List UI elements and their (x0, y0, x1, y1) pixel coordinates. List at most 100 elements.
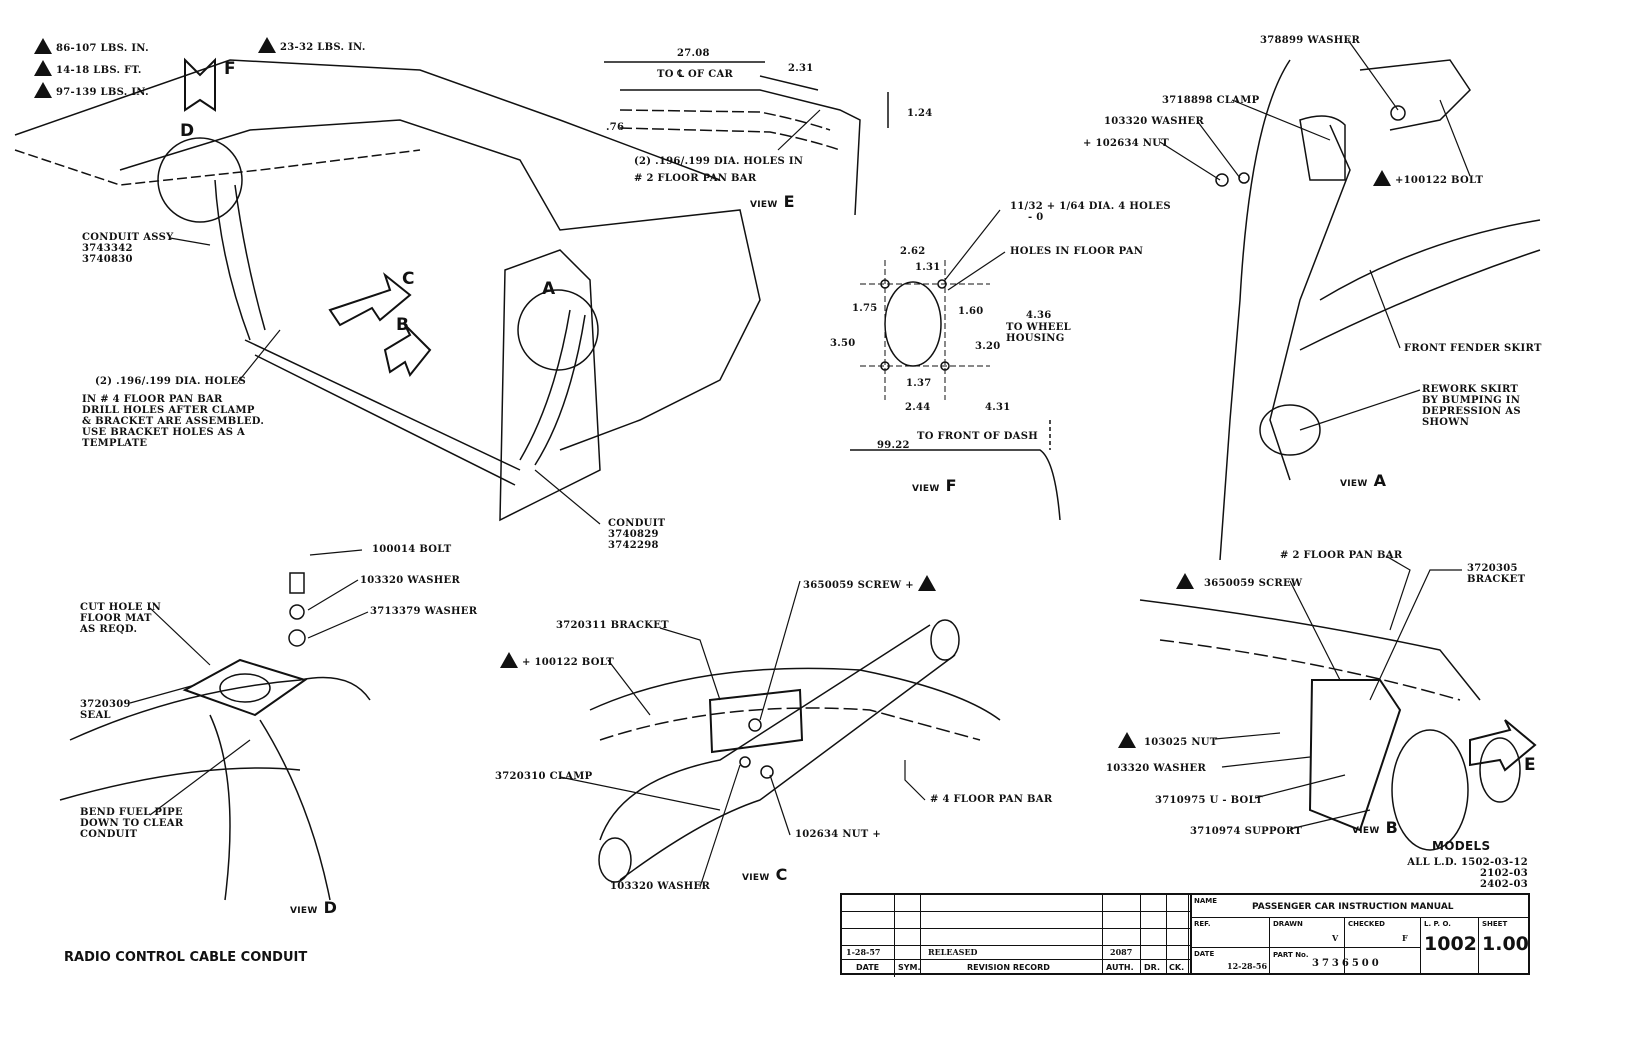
part-100122-bolt: +100122 BOLT (1373, 170, 1483, 186)
part-103320-washer-c: 103320 WASHER (610, 881, 711, 892)
part-103320-washer-b: 103320 WASHER (1106, 763, 1207, 774)
view-e-drawing (604, 61, 889, 216)
dim-99-22: 99.22 (877, 440, 910, 451)
checked-value: F (1402, 933, 1408, 943)
dim-1-60: 1.60 (958, 306, 984, 317)
torque-text: 86-107 LBS. IN. (56, 43, 149, 54)
name-label: NAME (1194, 897, 1218, 905)
part-no-label: PART No. (1273, 951, 1309, 959)
torque-triangle-icon (34, 38, 52, 54)
checked-label: CHECKED (1348, 920, 1385, 928)
part-2-floor-pan-bar: # 2 FLOOR PAN BAR (1280, 550, 1403, 561)
dim-2-44: 2.44 (905, 402, 931, 413)
view-e-holes-note: (2) .196/.199 DIA. HOLES IN# 2 FLOOR PAN… (634, 156, 804, 184)
torque-spec-1: 86-107 LBS. IN. (34, 38, 149, 54)
manual-name: PASSENGER CAR INSTRUCTION MANUAL (1252, 902, 1454, 912)
callout-b: B (396, 315, 410, 335)
hole-dia-note: 11/32 + 1/64 DIA. 4 HOLES- 0 (1010, 201, 1171, 223)
view-d-drawing (59, 572, 371, 901)
drawing-title: RADIO CONTROL CABLE CONDUIT (64, 950, 308, 965)
header-sym: SYM. (898, 963, 921, 972)
torque-triangle-icon (34, 60, 52, 76)
sheet-label: SHEET (1482, 920, 1508, 928)
dim-1-75: 1.75 (852, 303, 878, 314)
torque-text: 97-139 LBS. IN. (56, 87, 149, 98)
leader-lines (129, 39, 1471, 888)
part-378899-washer: 378899 WASHER (1260, 35, 1361, 46)
date-value: 12-28-56 (1227, 961, 1268, 971)
part-3710975-u-bolt: 3710975 U - BOLT (1155, 795, 1263, 806)
dim-2-62: 2.62 (900, 246, 926, 257)
dim-1-24: 1.24 (907, 108, 933, 119)
part-3710974-support: 3710974 SUPPORT (1190, 826, 1302, 837)
torque-spec-4: 23-32 LBS. IN. (258, 37, 366, 53)
view-f-drawing (850, 260, 1061, 521)
part-102634-nut-c: 102634 NUT + (795, 829, 881, 840)
lpo-value: 1002 (1424, 933, 1477, 955)
header-revision-record: REVISION RECORD (967, 963, 1050, 972)
torque-spec-2: 14-18 LBS. FT. (34, 60, 142, 76)
header-ck: CK. (1169, 963, 1185, 972)
torque-text: 23-32 LBS. IN. (280, 42, 366, 53)
callout-f: F (224, 59, 236, 79)
dim-27-08: 27.08 (677, 48, 710, 59)
torque-triangle-icon (917, 575, 936, 591)
part-3650059-screw-c: 3650059 SCREW + (803, 575, 940, 591)
part-3720310-clamp: 3720310 CLAMP (495, 771, 593, 782)
part-103025-nut: 103025 NUT (1118, 732, 1218, 748)
part-100014-bolt: 100014 BOLT (372, 544, 452, 555)
date-label: DATE (1194, 950, 1215, 958)
header-dr: DR. (1144, 963, 1160, 972)
view-a-drawing (1215, 59, 1541, 561)
part-102634-nut: + 102634 NUT (1083, 138, 1169, 149)
torque-triangle-icon (34, 82, 52, 98)
part-3720311-bracket: 3720311 BRACKET (556, 620, 669, 631)
part-no-value: 3736500 (1312, 958, 1382, 969)
main-view-drawing (14, 57, 761, 522)
part-103320-washer: 103320 WASHER (1104, 116, 1205, 127)
part-100122-bolt-c: + 100122 BOLT (500, 652, 614, 668)
rev-date: 1-28-57 (846, 947, 881, 957)
rev-record: RELEASED (928, 947, 978, 957)
dim-1-37: 1.37 (906, 378, 932, 389)
dim-4-31: 4.31 (985, 402, 1011, 413)
part-3718898-clamp: 3718898 CLAMP (1162, 95, 1260, 106)
dim-3-50: 3.50 (830, 338, 856, 349)
dim-4-36: 4.36 (1026, 310, 1052, 321)
torque-triangle-icon (1176, 573, 1194, 589)
sheet-value: 1.00 (1482, 933, 1529, 955)
to-centerline-of-car: TO ℄ OF CAR (657, 69, 734, 80)
torque-triangle-icon (1118, 732, 1136, 748)
callout-a: A (542, 279, 556, 299)
torque-spec-3: 97-139 LBS. IN. (34, 82, 149, 98)
front-fender-skirt: FRONT FENDER SKIRT (1404, 343, 1542, 354)
view-b-drawing (1139, 599, 1537, 851)
callout-c: C (402, 269, 415, 289)
torque-triangle-icon (500, 652, 518, 668)
models-title: MODELS (1432, 839, 1491, 853)
dim-2-31: 2.31 (788, 63, 814, 74)
dim-3-20: 3.20 (975, 341, 1001, 352)
callout-d: D (180, 121, 195, 141)
header-date: DATE (856, 963, 880, 972)
dim-76: .76 (606, 122, 625, 133)
part-3650059-screw: 3650059 SCREW (1176, 573, 1302, 589)
part-3713379-washer: 3713379 WASHER (370, 606, 478, 617)
title-block: 1-28-57 RELEASED 2087 DATE SYM. REVISION… (840, 893, 1530, 977)
holes-note-head: (2) .196/.199 DIA. HOLES (95, 376, 247, 387)
